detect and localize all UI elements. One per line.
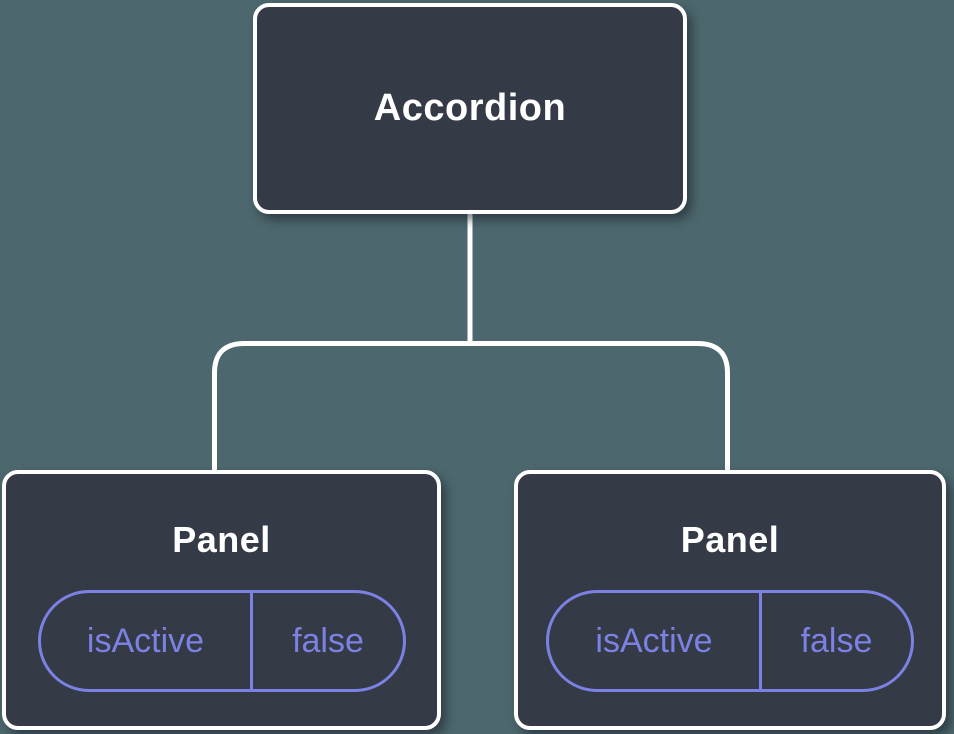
state-value-cell: false: [800, 621, 873, 660]
state-pill: isActive false: [546, 590, 914, 692]
state-name-cell: isActive: [549, 593, 762, 689]
state-name-cell: isActive: [41, 593, 254, 689]
panel-node-right: Panel isActive false: [514, 470, 946, 730]
accordion-node-title: Accordion: [373, 87, 567, 129]
panel-node-title: Panel: [172, 519, 271, 560]
state-pill: isActive false: [37, 590, 406, 692]
panel-node-title: Panel: [680, 519, 780, 560]
panel-node-left: Panel isActive false: [2, 470, 441, 730]
accordion-node: Accordion: [253, 3, 687, 214]
connector-branch: [212, 341, 730, 472]
state-value-cell: false: [292, 621, 364, 660]
